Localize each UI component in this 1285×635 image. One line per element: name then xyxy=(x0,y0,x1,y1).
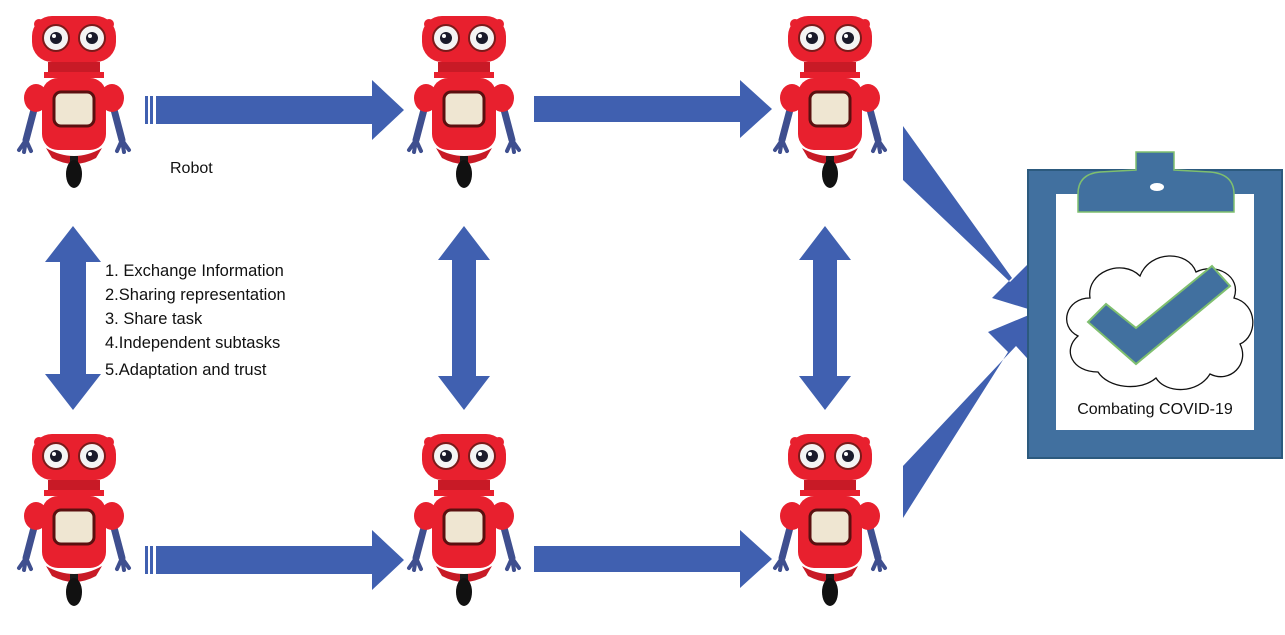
list-item: 2.Sharing representation xyxy=(105,286,286,304)
arrow-top-left-to-middle xyxy=(145,80,404,140)
result-label: Combating COVID-19 xyxy=(1077,401,1233,418)
double-arrow-middle xyxy=(438,226,490,410)
arrow-top-middle-to-right xyxy=(534,80,772,138)
robot-top-right xyxy=(775,16,885,188)
double-arrow-right xyxy=(799,226,851,410)
robot-bottom-middle xyxy=(409,434,519,606)
arrow-bottom-left-to-middle xyxy=(145,530,404,590)
arrow-bottom-right-to-result xyxy=(903,312,1036,518)
robot-top-left xyxy=(19,16,129,188)
list-item: 1. Exchange Information xyxy=(105,262,284,280)
list-item: 4.Independent subtasks xyxy=(105,334,280,352)
double-arrow-left xyxy=(45,226,101,410)
checkmark-icon xyxy=(1086,264,1232,366)
robot-label: Robot xyxy=(170,160,213,177)
interaction-steps-list: 1. Exchange Information 2.Sharing repres… xyxy=(105,262,286,379)
robot-bottom-right xyxy=(775,434,885,606)
arrow-top-right-to-result xyxy=(903,126,1038,312)
robot-top-middle xyxy=(409,16,519,188)
robot-bottom-left xyxy=(19,434,129,606)
arrow-bottom-middle-to-right xyxy=(534,530,772,588)
list-item: 5.Adaptation and trust xyxy=(105,361,267,379)
list-item: 3. Share task xyxy=(105,310,203,328)
